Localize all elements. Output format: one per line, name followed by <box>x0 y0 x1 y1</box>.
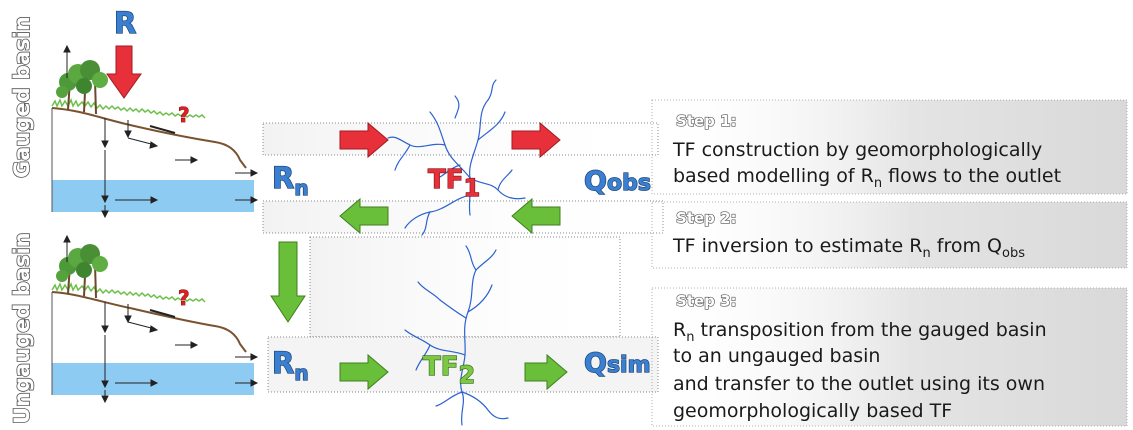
river-network-tf2 <box>404 245 509 426</box>
step2-panel <box>651 201 1128 269</box>
arrow-left-green-1 <box>339 197 389 235</box>
hillslope-profile <box>51 107 247 169</box>
tree-icon <box>56 60 108 115</box>
grass-2 <box>51 282 206 303</box>
background-bands <box>262 122 664 393</box>
arrow-right-green-1 <box>339 353 389 391</box>
step3-line-4: geomorphologically based TF <box>673 400 952 422</box>
qsim-label: Qsim <box>584 348 651 379</box>
gauged-basin-cross-section: ? <box>51 44 259 219</box>
grass <box>51 98 206 119</box>
flow-arrows <box>63 44 259 219</box>
step3-line-3: and transfer to the outlet using its own <box>673 373 1045 395</box>
tf1-label: TF1 <box>428 165 480 202</box>
tf2-label: TF2 <box>423 352 475 389</box>
arrow-left-green-2 <box>511 197 561 235</box>
step3-panel <box>651 287 1128 427</box>
ungauged-basin-label: Ungauged basin <box>10 232 34 424</box>
groundwater-layer-2 <box>52 363 254 395</box>
rain-arrow-icon <box>106 45 142 99</box>
step3-line-1: Rn transposition from the gauged basin <box>673 319 1047 345</box>
arrow-down-green <box>270 241 306 323</box>
step1-line-1: TF construction by geomorphologically <box>672 139 1042 161</box>
tree-icon-2 <box>56 244 108 299</box>
rn-label-bottom: Rn <box>272 346 309 385</box>
groundwater-layer <box>52 180 254 212</box>
arrow-right-green-2 <box>524 353 568 391</box>
gauged-basin-label: Gauged basin <box>10 16 34 178</box>
step2-title: Step 2: <box>676 209 737 227</box>
step1-line-2: based modelling of Rn flows to the outle… <box>673 165 1061 191</box>
step3-line-2: to an ungauged basin <box>673 345 880 367</box>
ungauged-basin-cross-section: ? <box>51 234 259 404</box>
question-mark-bottom: ? <box>178 286 190 310</box>
rain-label: R <box>114 6 136 40</box>
hillslope-profile-2 <box>51 291 247 353</box>
rn-label-top: Rn <box>272 161 309 200</box>
step1-title: Step 1: <box>676 112 737 130</box>
step2-line-1: TF inversion to estimate Rn from Qobs <box>672 235 1025 261</box>
qobs-label: Qobs <box>584 166 651 197</box>
flow-arrows-2 <box>63 234 259 404</box>
river-network-tf1 <box>387 79 526 236</box>
step3-title: Step 3: <box>676 292 737 310</box>
arrow-right-red-1 <box>339 121 389 159</box>
question-mark-top: ? <box>178 103 190 127</box>
arrow-right-red-2 <box>511 121 561 159</box>
step1-panel <box>651 99 1128 195</box>
